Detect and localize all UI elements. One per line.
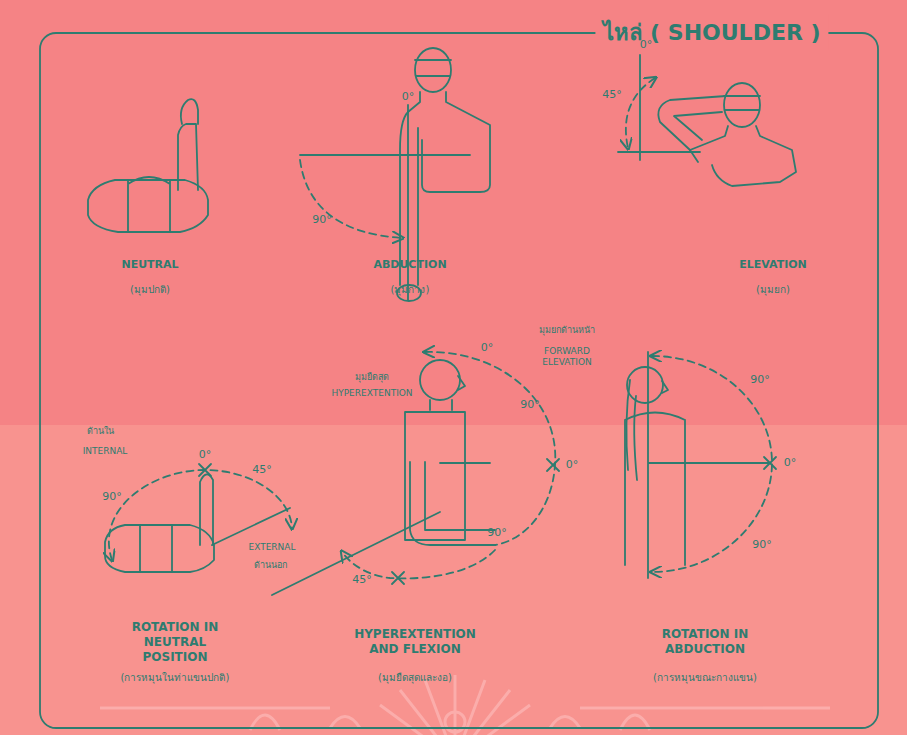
angle-label: 90° bbox=[752, 538, 772, 552]
flexion-figure bbox=[272, 352, 559, 595]
elevation-figure-part bbox=[658, 96, 726, 150]
direction-label: มุมยกด้านหน้า bbox=[539, 325, 595, 336]
watermark-seal-part bbox=[100, 707, 830, 710]
rotation-abduction-figure-part bbox=[764, 457, 776, 469]
abduction-figure-part bbox=[415, 60, 451, 76]
direction-label: (มุมกาง) bbox=[391, 284, 430, 297]
rotation-neutral-figure bbox=[105, 464, 292, 572]
angle-label: 90° bbox=[102, 490, 122, 504]
abduction-figure-part bbox=[300, 160, 402, 238]
rotation-abduction-figure-part bbox=[625, 413, 685, 566]
rotation-neutral-figure-part bbox=[105, 525, 214, 572]
flexion-figure-part bbox=[405, 412, 465, 540]
angle-label: 90° bbox=[487, 526, 507, 540]
direction-label: (มุมยืดสุดและงอ) bbox=[378, 672, 452, 685]
panel-caption: ROTATION IN ABDUCTION bbox=[649, 627, 761, 657]
direction-label: INTERNAL bbox=[83, 446, 128, 457]
neutral-figure-part bbox=[181, 99, 198, 124]
angle-label: 45° bbox=[252, 463, 272, 477]
angle-label: 0° bbox=[481, 341, 494, 355]
elevation-figure-part bbox=[626, 78, 655, 148]
rotation-abduction-figure-part bbox=[662, 381, 668, 393]
elevation-figure bbox=[618, 55, 796, 186]
panel-caption: ROTATION IN NEUTRAL POSITION bbox=[111, 620, 239, 665]
direction-label: EXTERNAL bbox=[248, 542, 295, 553]
direction-label: (การหมุนขณะกางแขน) bbox=[653, 672, 757, 685]
elevation-figure-part bbox=[724, 83, 760, 127]
background-top bbox=[0, 0, 907, 425]
direction-label: HYPEREXTENTION bbox=[331, 388, 412, 399]
abduction-figure-part bbox=[408, 92, 490, 192]
neutral-figure bbox=[88, 99, 208, 232]
rotation-neutral-figure-part bbox=[200, 474, 213, 545]
flexion-figure-part bbox=[420, 360, 460, 400]
direction-label: มุมยืดสุด bbox=[355, 372, 389, 383]
flexion-figure-part bbox=[425, 352, 555, 545]
rotation-abduction-figure-part bbox=[652, 356, 772, 572]
flexion-figure-part bbox=[392, 459, 559, 584]
rotation-neutral-figure-part bbox=[212, 508, 290, 545]
panel-caption: NEUTRAL bbox=[121, 258, 178, 272]
diagram-title: ไหล่ ( SHOULDER ) bbox=[595, 15, 828, 50]
elevation-figure-part bbox=[724, 96, 760, 110]
angle-label: 0° bbox=[640, 38, 653, 52]
elevation-figure-part bbox=[690, 126, 796, 186]
panel-frame bbox=[40, 33, 878, 728]
angle-label: 45° bbox=[602, 88, 622, 102]
direction-label: ด้านนอก bbox=[254, 560, 287, 571]
flexion-figure-part bbox=[410, 462, 495, 545]
panel-caption: HYPEREXTENTION AND FLEXION bbox=[351, 627, 479, 657]
flexion-figure-part bbox=[272, 512, 440, 595]
neutral-figure-part bbox=[178, 124, 198, 190]
shoulder-illustration-part bbox=[40, 33, 878, 728]
angle-label: 0° bbox=[402, 90, 415, 104]
neutral-figure-part bbox=[88, 180, 208, 232]
abduction-figure-part bbox=[415, 48, 451, 92]
angle-label: 45° bbox=[352, 573, 372, 587]
angle-label: 0° bbox=[566, 458, 579, 472]
rotation-neutral-figure-part bbox=[140, 525, 172, 572]
abduction-figure bbox=[300, 48, 490, 301]
watermark-seal bbox=[100, 675, 830, 735]
flexion-figure-part bbox=[430, 376, 465, 410]
rotation-abduction-figure bbox=[625, 352, 776, 578]
direction-label: FORWARD ELEVATION bbox=[536, 346, 598, 369]
angle-label: 0° bbox=[784, 456, 797, 470]
angle-label: 0° bbox=[199, 448, 212, 462]
direction-label: (มุมปกติ) bbox=[130, 284, 170, 297]
angle-label: 90° bbox=[750, 373, 770, 387]
rotation-abduction-figure-part bbox=[648, 352, 770, 578]
direction-label: (การหมุนในท่าแขนปกติ) bbox=[121, 672, 230, 685]
neutral-figure-part bbox=[128, 177, 170, 232]
panel-caption: ELEVATION bbox=[739, 258, 807, 272]
angle-label: 90° bbox=[520, 398, 540, 412]
rotation-abduction-figure-part bbox=[627, 367, 663, 403]
watermark-seal-part bbox=[380, 675, 530, 735]
direction-label: ด้านใน bbox=[87, 426, 114, 437]
panel-caption: ABDUCTION bbox=[373, 258, 446, 272]
angle-label: 90° bbox=[312, 213, 332, 227]
abduction-figure-part bbox=[300, 105, 470, 300]
direction-label: (มุมยก) bbox=[756, 284, 790, 297]
rotation-abduction-figure-part bbox=[626, 380, 637, 480]
